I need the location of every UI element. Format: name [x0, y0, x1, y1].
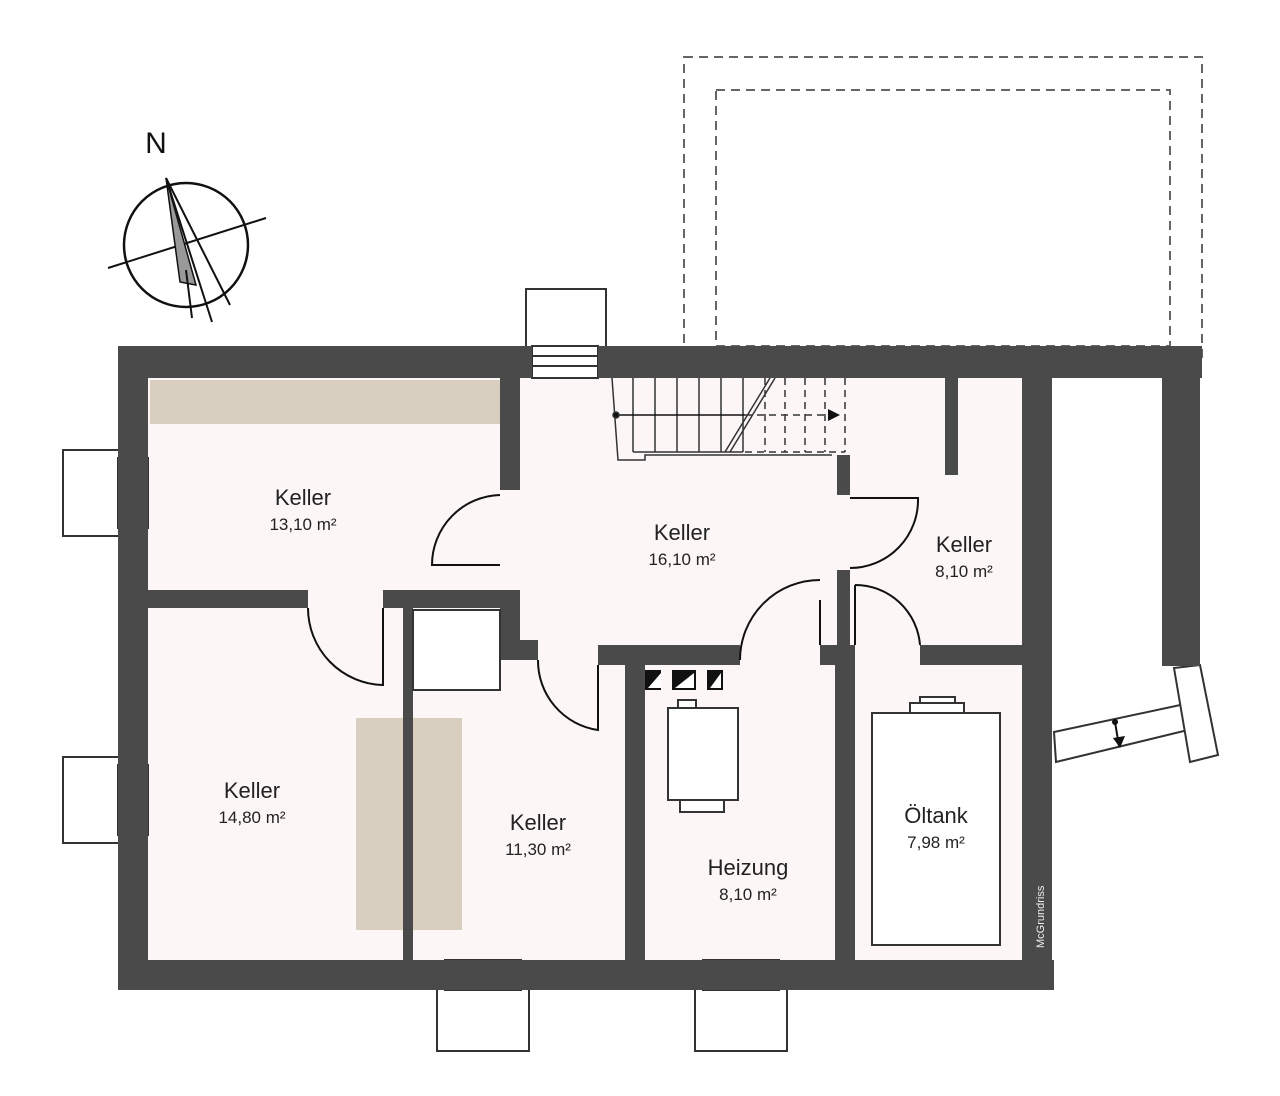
room-keller-14: Keller 14,80 m² [218, 778, 285, 827]
room-name: Keller [510, 810, 566, 835]
dashed-outline [683, 56, 1203, 358]
room-area: 7,98 m² [907, 833, 965, 852]
shaft [412, 609, 501, 691]
shelf [150, 380, 500, 424]
room-area: 8,10 m² [935, 562, 993, 581]
heating-equipment [645, 670, 739, 813]
room-name: Heizung [708, 855, 789, 880]
room-name: Keller [936, 532, 992, 557]
room-area: 11,30 m² [505, 840, 571, 859]
doors[interactable] [307, 490, 921, 732]
room-oeltank: Öltank 7,98 m² [904, 803, 969, 852]
watermark: McGrundriss [1035, 885, 1047, 948]
oil-tank [871, 696, 1001, 946]
room-name: Keller [654, 520, 710, 545]
walls [118, 346, 1202, 990]
staircase[interactable] [611, 377, 846, 461]
room-keller-13: Keller 13,10 m² [269, 485, 336, 534]
room-keller-11: Keller 11,30 m² [505, 810, 571, 859]
room-name: Öltank [904, 803, 969, 828]
room-area: 8,10 m² [719, 885, 777, 904]
room-area: 13,10 m² [269, 515, 336, 534]
compass-icon: N [107, 127, 267, 323]
compass-north-label: N [145, 127, 167, 160]
room-name: Keller [275, 485, 331, 510]
room-keller-8: Keller 8,10 m² [935, 532, 993, 581]
room-heizung: Heizung 8,10 m² [708, 855, 789, 904]
room-name: Keller [224, 778, 280, 803]
room-area: 16,10 m² [648, 550, 715, 569]
room-keller-16: Keller 16,10 m² [648, 520, 715, 569]
room-area: 14,80 m² [218, 808, 285, 827]
